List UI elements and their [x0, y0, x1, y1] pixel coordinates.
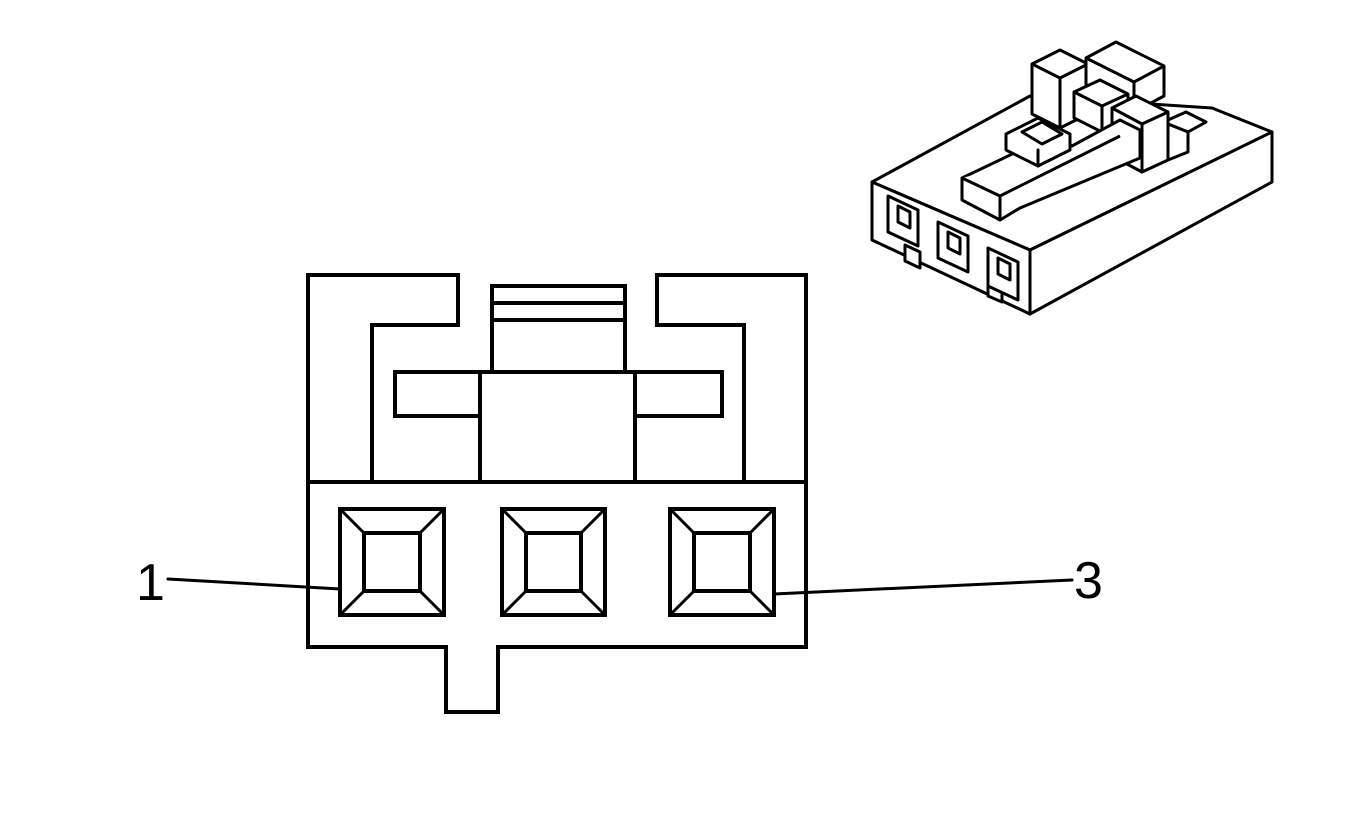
- connector-face-view: 1 3: [136, 273, 1103, 714]
- iso-side-face: [1028, 130, 1274, 316]
- terminal-cavity-3: [668, 507, 776, 617]
- leader-line-pin-3: [772, 578, 1074, 596]
- locking-latch: [393, 284, 724, 484]
- connector-isometric-view: [870, 40, 1274, 316]
- leader-line-pin-1: [166, 577, 342, 591]
- iso-locking-arm: [960, 116, 1142, 222]
- pin-label-1: 1: [136, 554, 165, 612]
- iso-terminal-openings: [886, 194, 1020, 302]
- terminal-cavity-1: [338, 507, 446, 617]
- pin-label-3: 3: [1074, 552, 1103, 610]
- connector-housing-outline: [306, 273, 808, 714]
- terminal-cavity-2: [500, 507, 607, 617]
